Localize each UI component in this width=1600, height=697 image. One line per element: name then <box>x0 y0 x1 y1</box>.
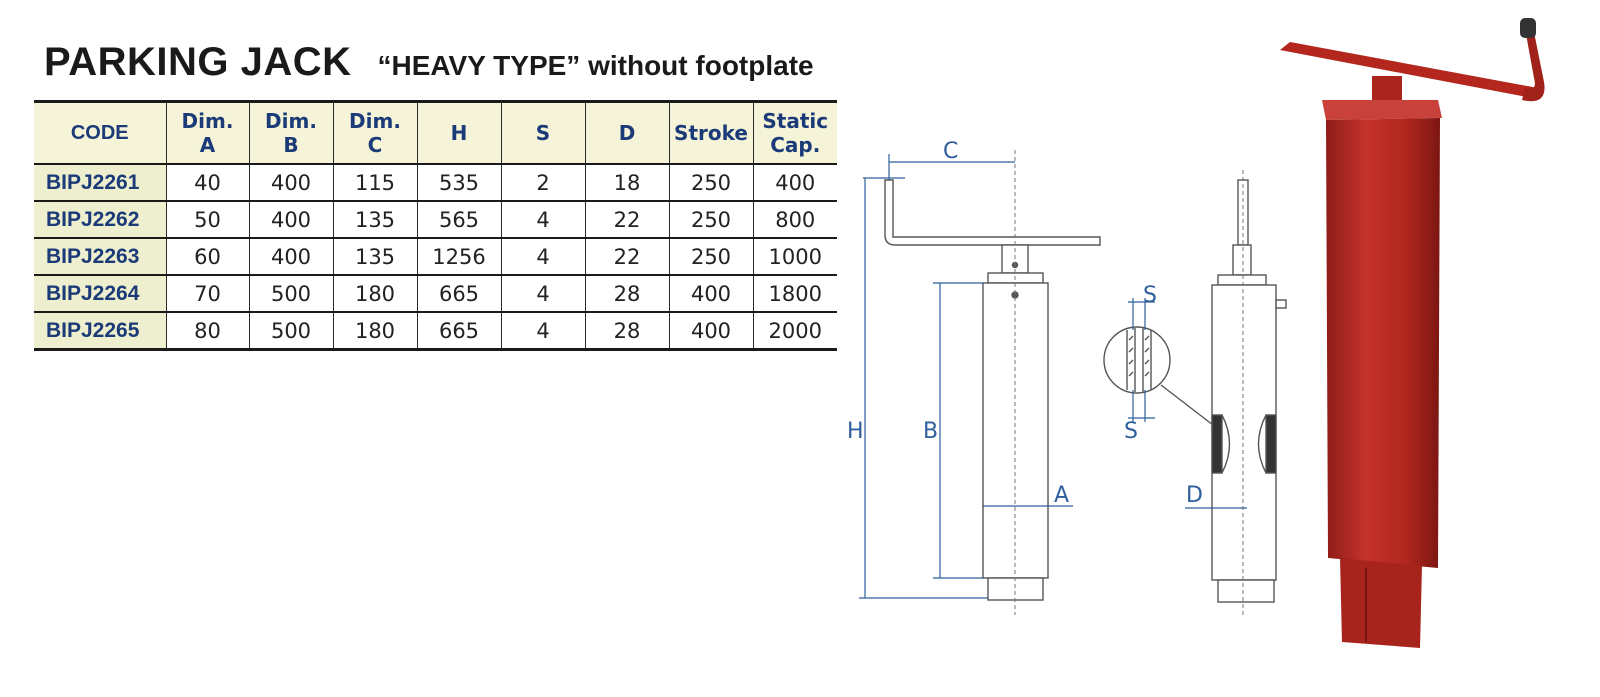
cell: 250 <box>668 238 753 276</box>
cell: 1800 <box>752 275 837 313</box>
spec-table: CODE Dim.A Dim.B Dim.C H S D Stroke Stat… <box>34 100 837 351</box>
cell: 250 <box>668 164 753 202</box>
cell: 800 <box>752 201 837 239</box>
cell: 535 <box>416 164 501 202</box>
cell: 2000 <box>752 312 837 351</box>
label-s-bottom: S <box>1124 419 1138 444</box>
cell: 135 <box>332 238 417 276</box>
header-d: D <box>584 100 669 165</box>
label-a: A <box>1054 483 1069 508</box>
cell: 2 <box>500 164 585 202</box>
cell: 665 <box>416 275 501 313</box>
cell: 565 <box>416 201 501 239</box>
label-h: H <box>847 419 864 444</box>
cell: 4 <box>500 275 585 313</box>
cell: 250 <box>668 201 753 239</box>
table-row: BIPJ2264 70 500 180 665 4 28 400 1800 <box>34 275 837 313</box>
cell: 1000 <box>752 238 837 276</box>
cell: 70 <box>165 275 249 313</box>
page-title: PARKING JACK “HEAVY TYPE” without footpla… <box>44 40 814 85</box>
label-b: B <box>923 419 938 444</box>
cell: 4 <box>500 238 585 276</box>
cell: 400 <box>248 238 333 276</box>
cell: 400 <box>668 312 753 351</box>
cell: 400 <box>752 164 837 202</box>
jack-product-image <box>1280 18 1545 648</box>
header-stroke: Stroke <box>668 100 753 165</box>
header-s: S <box>500 100 585 165</box>
label-c: C <box>943 140 958 164</box>
cell: 22 <box>584 201 669 239</box>
table-row: BIPJ2263 60 400 135 1256 4 22 250 1000 <box>34 238 837 276</box>
cell: 500 <box>248 312 333 351</box>
cell: 4 <box>500 201 585 239</box>
header-code: CODE <box>34 100 166 165</box>
cell: 135 <box>332 201 417 239</box>
cell: 80 <box>165 312 249 351</box>
header-dim-a: Dim.A <box>165 100 249 165</box>
cell-code: BIPJ2261 <box>34 164 166 202</box>
technical-drawing: C H B A S S D <box>847 140 1287 615</box>
header-h: H <box>416 100 501 165</box>
cell: 115 <box>332 164 417 202</box>
label-s-top: S <box>1143 283 1157 308</box>
table-row: BIPJ2261 40 400 115 535 2 18 250 400 <box>34 164 837 202</box>
cell: 400 <box>668 275 753 313</box>
table-row: BIPJ2262 50 400 135 565 4 22 250 800 <box>34 201 837 239</box>
cell: 40 <box>165 164 249 202</box>
cell: 400 <box>248 201 333 239</box>
title-main: PARKING JACK <box>44 40 352 84</box>
cell: 180 <box>332 312 417 351</box>
cell: 28 <box>584 275 669 313</box>
cell: 18 <box>584 164 669 202</box>
table-row: BIPJ2265 80 500 180 665 4 28 400 2000 <box>34 312 837 351</box>
cell: 60 <box>165 238 249 276</box>
cell-code: BIPJ2262 <box>34 201 166 239</box>
title-subtitle: “HEAVY TYPE” without footplate <box>377 50 814 81</box>
cell-code: BIPJ2264 <box>34 275 166 313</box>
cell: 500 <box>248 275 333 313</box>
cell: 28 <box>584 312 669 351</box>
header-dim-b: Dim.B <box>248 100 333 165</box>
cell: 50 <box>165 201 249 239</box>
table-header-row: CODE Dim.A Dim.B Dim.C H S D Stroke Stat… <box>34 100 837 165</box>
cell: 4 <box>500 312 585 351</box>
cell: 180 <box>332 275 417 313</box>
header-dim-c: Dim.C <box>332 100 417 165</box>
cell: 665 <box>416 312 501 351</box>
cell: 400 <box>248 164 333 202</box>
label-d: D <box>1186 483 1203 508</box>
cell: 1256 <box>416 238 501 276</box>
cell-code: BIPJ2265 <box>34 312 166 351</box>
cell: 22 <box>584 238 669 276</box>
cell-code: BIPJ2263 <box>34 238 166 276</box>
